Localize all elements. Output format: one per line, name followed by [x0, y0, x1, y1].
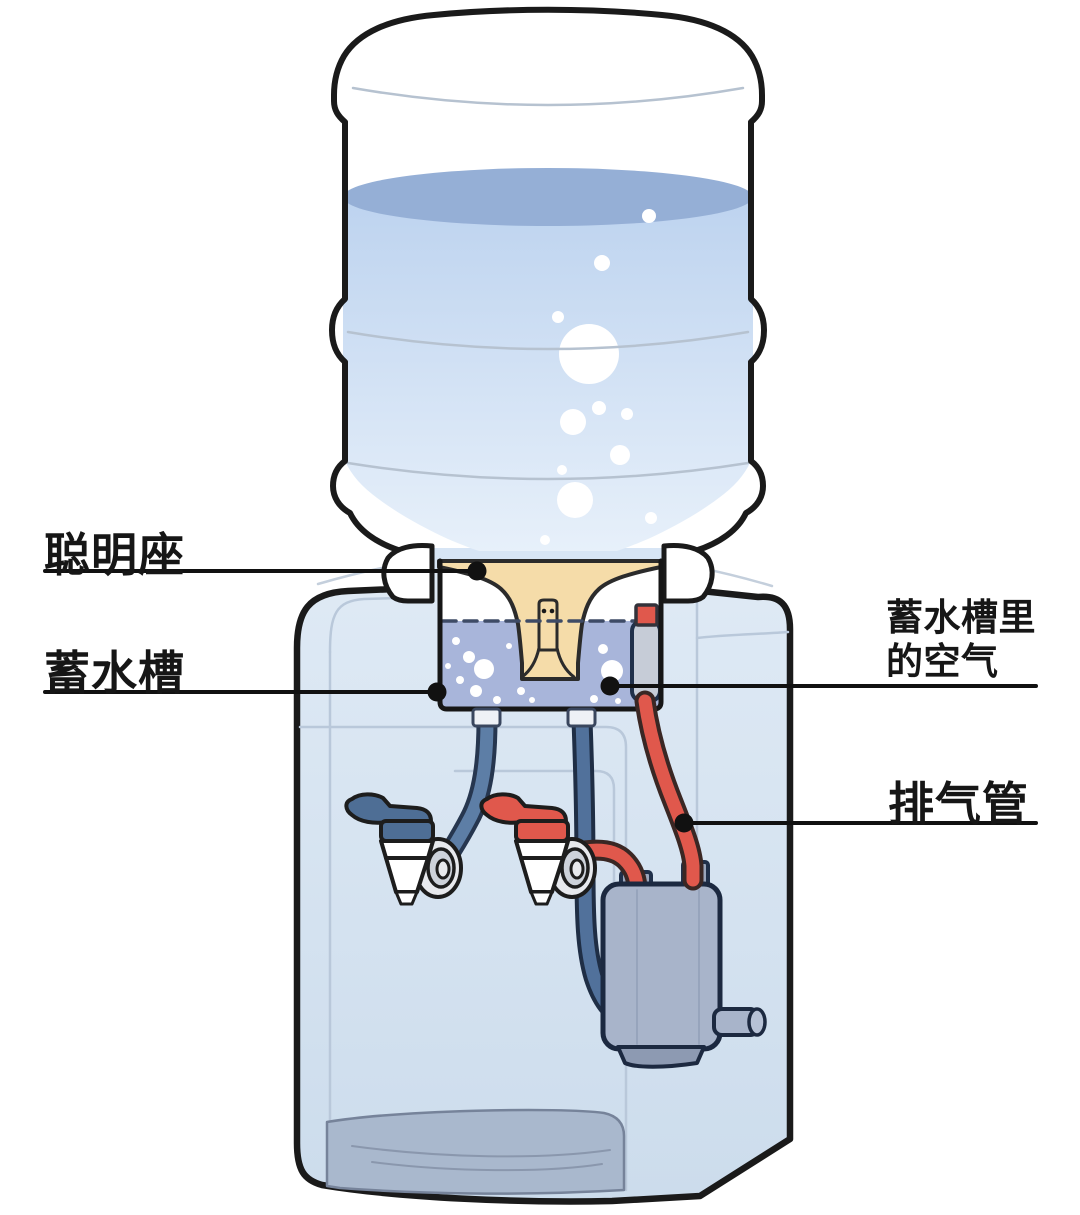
cold-faucet-spout [394, 890, 419, 906]
vent-connector [630, 619, 662, 703]
cold-faucet-cap [379, 819, 435, 843]
label-tank-air: 蓄水槽里 的空气 [886, 596, 1036, 683]
hot-faucet [479, 792, 597, 906]
vent-pipe [634, 690, 704, 891]
cold-faucet [344, 792, 463, 906]
leader-dot-vent-pipe [674, 813, 694, 833]
bottle-water [343, 197, 753, 551]
body-outline [293, 556, 794, 1205]
tank-outlet-stub-left [471, 707, 502, 728]
leader-dot-storage-tank [427, 682, 447, 702]
label-smart-seat: 聪明座 [44, 528, 185, 582]
bottle-neck-collar-left [381, 543, 435, 604]
hot-water-tank [600, 881, 767, 1069]
hot-water-pipe [563, 839, 648, 901]
hot-faucet-cap [514, 819, 570, 843]
tank-outlet-stub-right [566, 707, 597, 728]
label-vent-pipe: 排气管 [888, 777, 1029, 831]
bottle-water-surface [343, 168, 753, 226]
bottle-bubbles [540, 209, 657, 545]
bottle-probe [520, 598, 576, 679]
bottle-outline [329, 6, 767, 570]
panel-lines [298, 595, 790, 1192]
label-storage-tank: 蓄水槽 [44, 646, 185, 700]
water-bottle [329, 6, 767, 604]
tank-walls [437, 558, 664, 712]
drip-tray [325, 1108, 626, 1195]
leader-dot-smart-seat [467, 561, 487, 581]
bottle-neck-collar-right [661, 543, 715, 604]
tank-bubbles [445, 632, 652, 704]
label-leaders [43, 561, 1038, 833]
bottle-rib-lines [346, 86, 750, 481]
hot-faucet-spout [529, 890, 554, 906]
leader-dot-tank-air [600, 676, 620, 696]
hot-tank-outlet-cap [747, 1007, 767, 1037]
hot-tank-base [616, 1045, 706, 1069]
plumbing [433, 709, 767, 1069]
vent-pipe-top-cap [634, 603, 659, 627]
storage-tank [437, 558, 704, 891]
